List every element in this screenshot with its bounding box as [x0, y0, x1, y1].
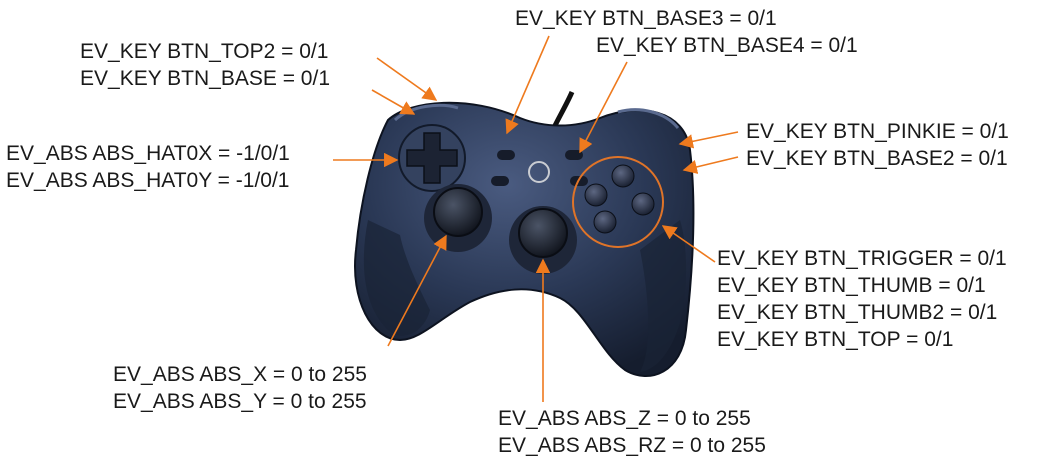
- label-btn-trigger: EV_KEY BTN_TRIGGER = 0/1: [717, 247, 1007, 270]
- label-abs-rz: EV_ABS ABS_RZ = 0 to 255: [498, 434, 766, 457]
- label-abs-hat0y: EV_ABS ABS_HAT0Y = -1/0/1: [6, 169, 290, 192]
- label-btn-base3: EV_KEY BTN_BASE3 = 0/1: [515, 7, 777, 30]
- callout-arrows: [333, 35, 739, 402]
- label-btn-top: EV_KEY BTN_TOP = 0/1: [717, 328, 954, 351]
- logitech-logo-icon: [528, 161, 550, 183]
- arrow-base4: [579, 61, 628, 154]
- button-base3[interactable]: [497, 150, 515, 160]
- right-grip: [640, 220, 687, 372]
- label-btn-base: EV_KEY BTN_BASE = 0/1: [80, 67, 331, 90]
- dpad[interactable]: [406, 132, 458, 184]
- face-button-left[interactable]: [584, 183, 608, 207]
- face-button-right[interactable]: [631, 192, 655, 216]
- arrow-base: [371, 89, 416, 115]
- label-btn-thumb2: EV_KEY BTN_THUMB2 = 0/1: [717, 301, 998, 324]
- label-abs-x: EV_ABS ABS_X = 0 to 255: [113, 363, 367, 386]
- label-abs-y: EV_ABS ABS_Y = 0 to 255: [113, 390, 367, 413]
- label-btn-base2: EV_KEY BTN_BASE2 = 0/1: [746, 147, 1008, 170]
- face-button-top[interactable]: [611, 164, 635, 188]
- arrow-left-stick: [387, 234, 447, 347]
- left-grip: [363, 220, 430, 336]
- arrow-base2: [682, 156, 739, 174]
- right-stick[interactable]: [518, 208, 568, 258]
- face-button-bottom[interactable]: [593, 210, 617, 234]
- arrow-base3: [505, 35, 550, 135]
- label-btn-base4: EV_KEY BTN_BASE4 = 0/1: [596, 34, 858, 57]
- face-button-cluster: [572, 156, 664, 248]
- button-base4[interactable]: [565, 150, 583, 160]
- right-shoulder[interactable]: [617, 108, 680, 129]
- label-btn-thumb: EV_KEY BTN_THUMB = 0/1: [717, 274, 986, 297]
- label-btn-top2: EV_KEY BTN_TOP2 = 0/1: [80, 40, 329, 63]
- arrow-pinkie: [678, 131, 739, 149]
- left-stick[interactable]: [433, 187, 483, 237]
- label-abs-hat0x: EV_ABS ABS_HAT0X = -1/0/1: [6, 142, 290, 165]
- label-abs-z: EV_ABS ABS_Z = 0 to 255: [498, 407, 751, 430]
- label-btn-pinkie: EV_KEY BTN_PINKIE = 0/1: [746, 120, 1009, 143]
- arrow-top2: [376, 57, 438, 101]
- arrow-face-buttons: [661, 225, 716, 263]
- left-shoulder[interactable]: [393, 103, 459, 122]
- gamepad-icon: [354, 91, 695, 378]
- button-center-left[interactable]: [491, 176, 509, 186]
